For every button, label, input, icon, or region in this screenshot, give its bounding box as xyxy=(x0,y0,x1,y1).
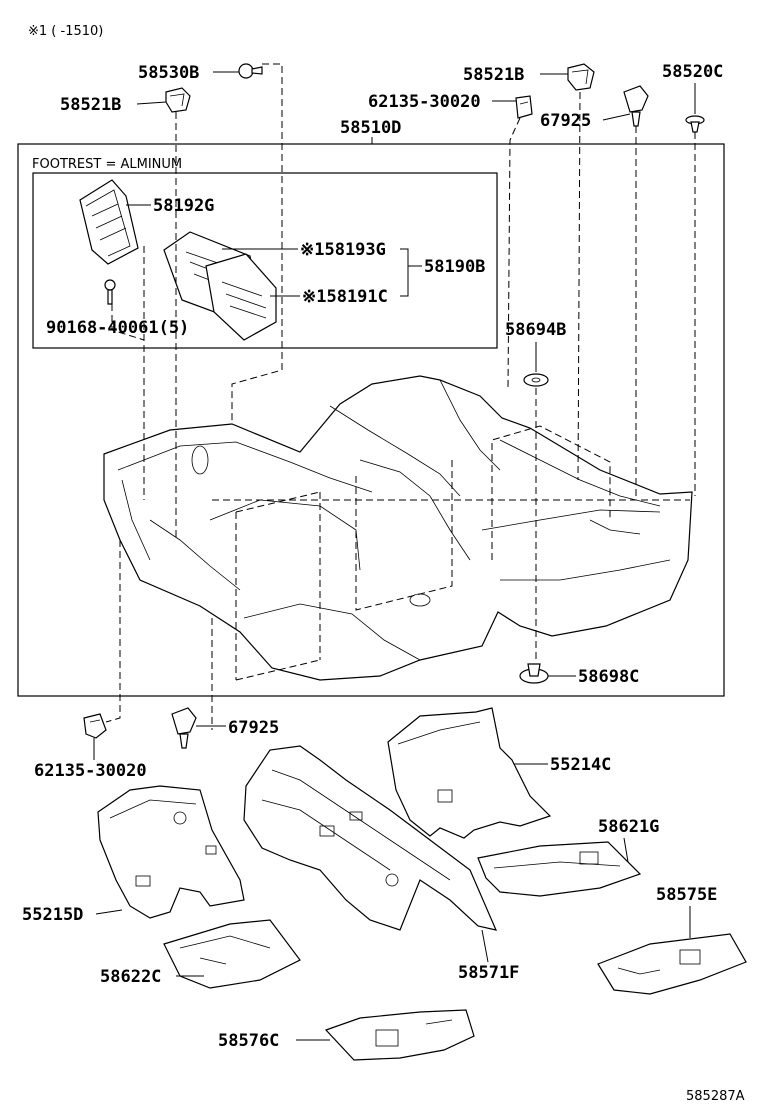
label-58694B[interactable]: 58694B xyxy=(505,320,566,340)
label-58621G[interactable]: 58621G xyxy=(598,817,659,837)
label-58530B[interactable]: 58530B xyxy=(138,63,199,83)
bracket-58521B-left-icon[interactable] xyxy=(165,87,191,113)
label-62135-top[interactable]: 62135-30020 xyxy=(368,92,481,112)
clip-62135-bottom-icon[interactable] xyxy=(83,713,107,739)
assembly-dashed-lines xyxy=(105,63,696,730)
mat-58576C-icon[interactable] xyxy=(324,1009,475,1061)
clip-67925-top-icon[interactable] xyxy=(623,85,649,127)
label-58192G[interactable]: 58192G xyxy=(153,196,214,216)
figure-id: 585287A xyxy=(686,1089,745,1104)
header-note: ※1 ( -1510) xyxy=(28,24,103,39)
clip-62135-top-icon[interactable] xyxy=(515,95,533,119)
label-58520C[interactable]: 58520C xyxy=(662,62,723,82)
label-58191C[interactable]: ※158191C xyxy=(302,287,388,307)
footrest-box xyxy=(32,172,498,349)
label-62135-bottom[interactable]: 62135-30020 xyxy=(34,761,147,781)
label-58576C[interactable]: 58576C xyxy=(218,1031,279,1051)
label-58521B-right[interactable]: 58521B xyxy=(463,65,524,85)
label-58575E[interactable]: 58575E xyxy=(656,885,717,905)
mat-58621G-icon[interactable] xyxy=(477,841,642,897)
label-58193G[interactable]: ※158193G xyxy=(300,240,386,260)
label-58698C[interactable]: 58698C xyxy=(578,667,639,687)
mat-58575E-icon[interactable] xyxy=(597,933,747,995)
insulator-55214C-icon[interactable] xyxy=(387,707,552,839)
label-67925-bottom[interactable]: 67925 xyxy=(228,718,279,738)
clip-58530B-icon[interactable] xyxy=(238,63,263,79)
label-58622C[interactable]: 58622C xyxy=(100,967,161,987)
label-67925-top[interactable]: 67925 xyxy=(540,111,591,131)
insulator-58571F-icon[interactable] xyxy=(243,745,498,931)
label-58190B[interactable]: 58190B xyxy=(424,257,485,277)
label-58521B-left[interactable]: 58521B xyxy=(60,95,121,115)
label-90168[interactable]: 90168-40061(5) xyxy=(46,318,189,338)
footrest-58192G-icon[interactable] xyxy=(79,179,139,265)
footrest-pad-58191C-icon[interactable] xyxy=(205,253,277,341)
clip-67925-bottom-icon[interactable] xyxy=(171,707,197,749)
bracket-58521B-right-icon[interactable] xyxy=(567,63,595,91)
label-58571F[interactable]: 58571F xyxy=(458,963,519,983)
screw-90168-icon[interactable] xyxy=(104,279,116,305)
label-55214C[interactable]: 55214C xyxy=(550,755,611,775)
carpet-assembly-frame xyxy=(17,143,725,697)
washer-58694B-icon[interactable] xyxy=(523,373,549,387)
mat-58622C-icon[interactable] xyxy=(163,919,301,989)
pushclip-58520C-icon[interactable] xyxy=(685,115,705,133)
fastener-58698C-icon[interactable] xyxy=(519,663,549,684)
label-55215D[interactable]: 55215D xyxy=(22,905,83,925)
footrest-note: FOOTREST = ALMINUM xyxy=(32,157,182,172)
floor-carpet-58510D-icon[interactable] xyxy=(103,375,693,681)
label-58510D[interactable]: 58510D xyxy=(340,118,401,138)
insulator-55215D-icon[interactable] xyxy=(97,785,245,919)
